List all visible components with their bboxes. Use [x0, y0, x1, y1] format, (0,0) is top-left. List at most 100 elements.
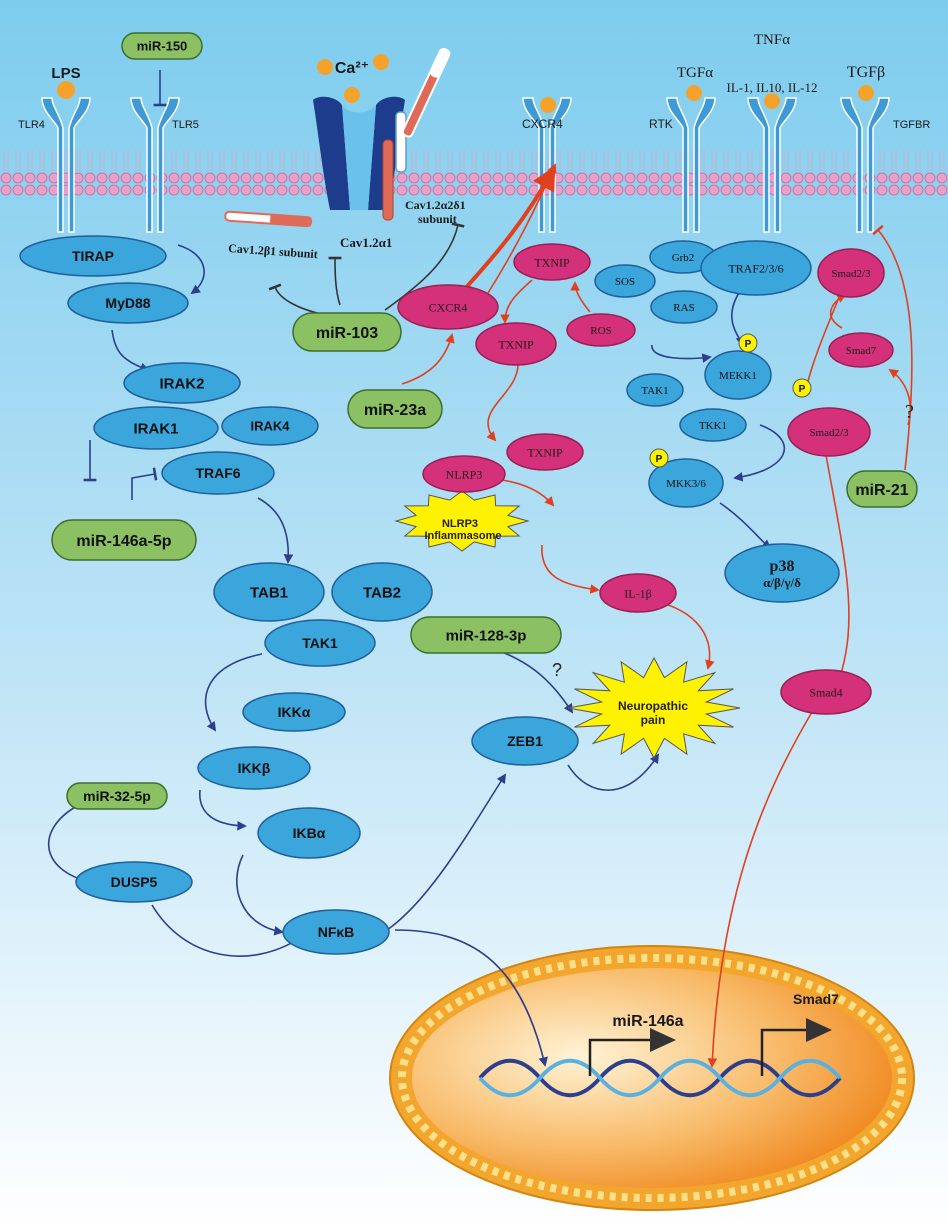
node-tirap-label: TIRAP [72, 248, 114, 264]
node-irak4: IRAK4 [221, 406, 319, 446]
pain-label-1: Neuropathic [618, 699, 688, 713]
mirna-mir146a-5p-label: miR-146a-5p [76, 533, 171, 550]
edge [541, 544, 600, 594]
phospho-marker: P [649, 448, 669, 468]
inflammasome-label-1: NLRP3 [442, 518, 478, 530]
node-tirap: TIRAP [19, 235, 167, 277]
edge [733, 424, 786, 482]
node-p38-isoforms: α/β/γ/δ [763, 575, 801, 590]
node-tkk1-label: TKK1 [699, 420, 727, 432]
node-smad7-label: Smad7 [846, 345, 877, 357]
ligand-dot [540, 97, 556, 113]
edge [131, 467, 158, 500]
node-tak1: TAK1 [264, 619, 376, 667]
edge [151, 904, 305, 957]
edge [394, 929, 548, 1067]
ligand-dot [686, 85, 702, 101]
labels: LPS Ca²⁺ TGFα TNFα IL-1, IL10, IL-12 TGF… [18, 32, 930, 1030]
edge [257, 497, 294, 564]
node-tak1-label: TAK1 [302, 635, 338, 651]
mirna-mir150-label: miR-150 [137, 39, 188, 54]
node-tak1-right-label: TAK1 [641, 385, 668, 397]
receptor-tlr4-label: TLR4 [18, 119, 45, 131]
inflammasome-burst [394, 490, 530, 552]
node-ikba-label: IKBα [293, 825, 326, 841]
receptor-rtk [666, 97, 716, 233]
edges [48, 70, 913, 1068]
edge [199, 789, 247, 831]
inflammasome-label-2: Inflammasome [424, 530, 501, 542]
node-traf236-label: TRAF2/3/6 [728, 261, 783, 275]
edge [707, 711, 813, 1068]
edge [111, 329, 150, 372]
node-tkk1: TKK1 [679, 408, 747, 442]
node-txnip-mid-label: TXNIP [498, 337, 534, 351]
ligand-tgfb-label: TGFβ [847, 64, 885, 81]
unknown-mark-mir21: ? [905, 401, 914, 423]
receptor-cxcr4-label: CXCR4 [522, 117, 563, 131]
mirna-mir103: miR-103 [292, 312, 402, 352]
phospho-marker: P [792, 378, 812, 398]
node-ikka: IKKα [242, 692, 346, 732]
node-smad4: Smad4 [780, 669, 872, 715]
node-irak1: IRAK1 [93, 406, 219, 450]
edge [384, 222, 465, 311]
node-cxcr4-cyto: CXCR4 [397, 284, 499, 330]
node-ras: RAS [650, 290, 718, 324]
node-dusp5: DUSP5 [75, 861, 193, 903]
receptor-tgfbr [840, 97, 890, 233]
mirna-mir146a-5p: miR-146a-5p [51, 519, 197, 561]
gene-smad7-label: Smad7 [793, 991, 839, 1007]
receptor-tlr4 [41, 97, 91, 233]
edge [236, 854, 284, 936]
receptor-tnf [747, 97, 797, 233]
node-zeb1-label: ZEB1 [507, 733, 543, 749]
ligand-tgfa-label: TGFα [677, 65, 713, 81]
gene-mir146a-label: miR-146a [612, 1013, 683, 1030]
ligand-dot [764, 93, 780, 109]
node-sos-label: SOS [615, 276, 635, 288]
ligand-dot [373, 54, 389, 70]
edge [500, 279, 533, 324]
node-grb2-label: Grb2 [672, 252, 695, 264]
ligand-dot [57, 81, 75, 99]
phospho-marker: P [738, 333, 758, 353]
node-ikba: IKBα [257, 807, 361, 859]
ligand-dots [57, 54, 874, 113]
ligand-dot [858, 85, 874, 101]
edge [872, 224, 913, 471]
node-txnip-top: TXNIP [513, 243, 591, 281]
ligand-dot [317, 59, 333, 75]
edge [328, 256, 342, 306]
node-txnip-mid: TXNIP [475, 322, 557, 366]
edge-cxcr4-thick [460, 165, 556, 294]
node-irak2-label: IRAK2 [159, 375, 204, 392]
edge [486, 361, 519, 442]
node-irak2: IRAK2 [123, 362, 241, 404]
receptor-tgfbr-label: TGFBR [893, 119, 930, 131]
edge [177, 244, 205, 295]
node-nlrp3: NLRP3 [422, 455, 506, 493]
node-ikkb: IKKβ [197, 746, 311, 790]
mirna-mir103-label: miR-103 [316, 325, 378, 342]
node-tak1-right: TAK1 [626, 373, 684, 407]
node-txnip-low-label: TXNIP [527, 445, 563, 459]
receptor-group [41, 97, 890, 233]
channel-a2d1-subunit-label: subunit [418, 212, 457, 226]
mir146a-gene-arrow [588, 1038, 655, 1076]
node-il1b-label: IL-1β [624, 586, 651, 600]
node-p38-label: p38 [770, 558, 795, 575]
mirna-mir23a-label: miR-23a [364, 402, 426, 419]
cav12-channel [224, 47, 451, 228]
edge [386, 773, 507, 931]
dna-strand [478, 1058, 842, 1098]
node-mkk36-label: MKK3/6 [666, 478, 706, 490]
receptor-rtk-label: RTK [649, 117, 673, 131]
node-il1b: IL-1β [599, 573, 677, 613]
edge [567, 753, 660, 791]
node-mekk1: MEKK1 [704, 350, 772, 400]
channel-alpha1-label: Cav1.2α1 [340, 235, 392, 250]
mirna-mir21: miR-21 [846, 470, 918, 508]
